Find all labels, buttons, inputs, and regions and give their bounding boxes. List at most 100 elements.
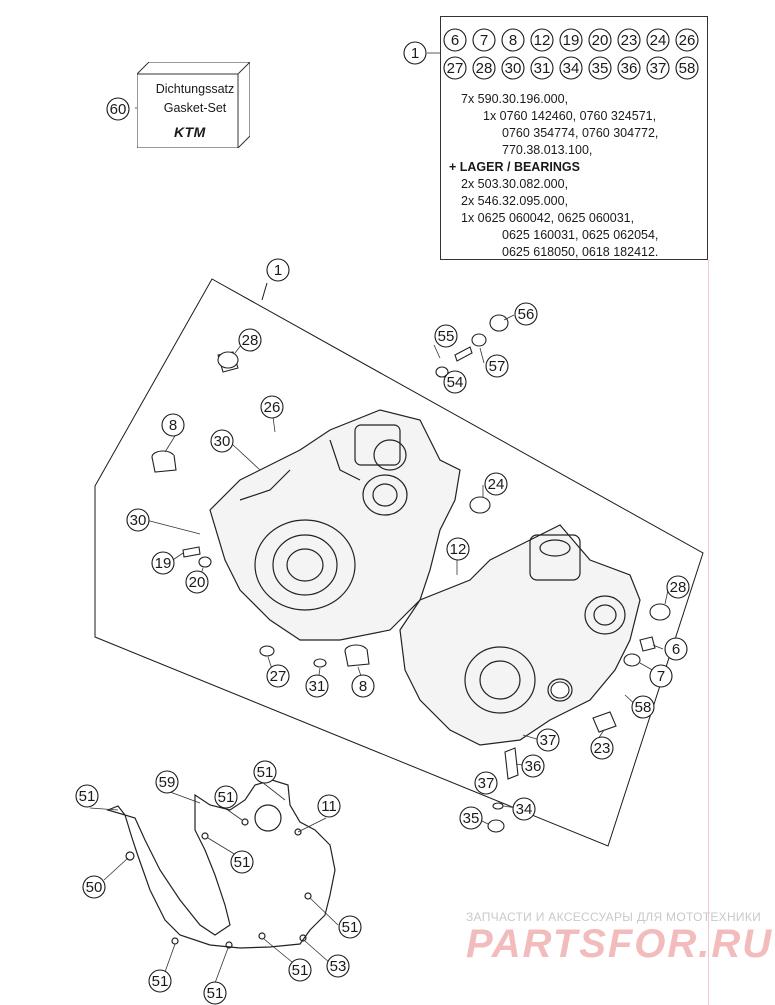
callout-37: 37 bbox=[474, 771, 498, 795]
watermark-brand: PARTSFOR.RU bbox=[466, 922, 774, 966]
callout-number: 26 bbox=[264, 399, 281, 416]
callout-number: 51 bbox=[257, 764, 274, 781]
callout-number: 51 bbox=[234, 854, 251, 871]
callout-number: 36 bbox=[621, 60, 638, 77]
callout-number: 7 bbox=[480, 32, 488, 49]
callout-number: 23 bbox=[621, 32, 638, 49]
callout-number: 53 bbox=[330, 958, 347, 975]
callout-28: 28 bbox=[238, 328, 262, 352]
parts-sub-item-58: 58 bbox=[675, 56, 699, 80]
parts-sub-item-37: 37 bbox=[646, 56, 670, 80]
parts-sub-item-12: 12 bbox=[530, 28, 554, 52]
parts-line-2: 1x 0760 142460, 0760 324571, bbox=[483, 109, 657, 123]
callout-30: 30 bbox=[210, 429, 234, 453]
callout-51: 51 bbox=[338, 915, 362, 939]
callout-number: 28 bbox=[476, 60, 493, 77]
callout-59: 59 bbox=[155, 770, 179, 794]
washer-20 bbox=[198, 556, 212, 568]
parts-sub-item-7: 7 bbox=[472, 28, 496, 52]
gasket-kit-label-line2: Gasket-Set bbox=[163, 101, 227, 115]
bearings-heading: + LAGER / BEARINGS bbox=[449, 160, 580, 174]
callout-number: 56 bbox=[518, 306, 535, 323]
callout-11: 11 bbox=[317, 794, 341, 818]
callout-51: 51 bbox=[253, 760, 277, 784]
parts-sub-item-31: 31 bbox=[530, 56, 554, 80]
callout-number: 51 bbox=[152, 973, 169, 990]
callout-27: 27 bbox=[266, 664, 290, 688]
callout-number: 7 bbox=[657, 668, 665, 685]
callout-number: 12 bbox=[450, 541, 467, 558]
ktm-logo: KTM bbox=[174, 124, 206, 140]
callout-number: 51 bbox=[342, 919, 359, 936]
plunger-23 bbox=[592, 711, 617, 733]
parts-line-4: 770.38.013.100, bbox=[502, 143, 593, 157]
callout-24: 24 bbox=[484, 472, 508, 496]
callout-number: 31 bbox=[309, 678, 326, 695]
dowel-31 bbox=[313, 658, 327, 668]
callout-number: 55 bbox=[438, 328, 455, 345]
callout-number: 19 bbox=[563, 32, 580, 49]
callout-55: 55 bbox=[434, 324, 458, 348]
callout-number: 37 bbox=[478, 775, 495, 792]
callout-number: 30 bbox=[505, 60, 522, 77]
callout-number: 57 bbox=[489, 358, 506, 375]
parts-sub-item-23: 23 bbox=[617, 28, 641, 52]
callout-51: 51 bbox=[75, 784, 99, 808]
callout-number: 24 bbox=[488, 476, 505, 493]
callout-number: 30 bbox=[214, 433, 231, 450]
callout-36: 36 bbox=[521, 754, 545, 778]
washer-57 bbox=[471, 333, 487, 347]
callout-number: 35 bbox=[463, 810, 480, 827]
callout-number: 51 bbox=[207, 985, 224, 1002]
callout-1-parts-box: 1 bbox=[403, 41, 427, 65]
callout-number: 35 bbox=[592, 60, 609, 77]
callout-50: 50 bbox=[82, 875, 106, 899]
right-crankcase-half bbox=[399, 524, 641, 746]
pin-54 bbox=[435, 366, 449, 378]
plug-56 bbox=[489, 314, 509, 332]
callout-51: 51 bbox=[288, 958, 312, 982]
callout-8: 8 bbox=[351, 674, 375, 698]
left-crankcase-half bbox=[209, 409, 461, 641]
callout-51: 51 bbox=[148, 969, 172, 993]
callout-number: 8 bbox=[359, 678, 367, 695]
parts-line-10: 0625 618050, 0618 182412. bbox=[502, 245, 659, 259]
parts-sub-item-27: 27 bbox=[443, 56, 467, 80]
callout-number: 6 bbox=[451, 32, 459, 49]
callout-34: 34 bbox=[512, 797, 536, 821]
callout-6: 6 bbox=[664, 637, 688, 661]
callout-58: 58 bbox=[631, 695, 655, 719]
callout-number: 31 bbox=[534, 60, 551, 77]
callout-number: 27 bbox=[447, 60, 464, 77]
callout-number: 19 bbox=[155, 555, 172, 572]
callout-number: 34 bbox=[516, 801, 533, 818]
callout-1: 1 bbox=[266, 258, 290, 282]
callout-35: 35 bbox=[459, 806, 483, 830]
callout-number: 26 bbox=[679, 32, 696, 49]
crankcase-assembly-outline bbox=[94, 278, 704, 847]
parts-sub-item-36: 36 bbox=[617, 56, 641, 80]
callout-7: 7 bbox=[649, 664, 673, 688]
plug-6 bbox=[639, 636, 656, 652]
parts-sub-item-20: 20 bbox=[588, 28, 612, 52]
callout-number: 27 bbox=[270, 668, 287, 685]
callout-57: 57 bbox=[485, 354, 509, 378]
callout-8: 8 bbox=[161, 413, 185, 437]
washer-7 bbox=[623, 653, 641, 667]
callout-number: 58 bbox=[679, 60, 696, 77]
parts-sub-item-24: 24 bbox=[646, 28, 670, 52]
callout-51: 51 bbox=[230, 850, 254, 874]
callout-19: 19 bbox=[151, 551, 175, 575]
callout-number: 30 bbox=[130, 512, 147, 529]
callout-20: 20 bbox=[185, 570, 209, 594]
parts-list-text: 7x 590.30.196.000, 1x 0760 142460, 0760 … bbox=[449, 91, 659, 261]
callout-number: 20 bbox=[189, 574, 206, 591]
callout-number: 51 bbox=[79, 788, 96, 805]
parts-sub-item-28: 28 bbox=[472, 56, 496, 80]
callout-54: 54 bbox=[443, 370, 467, 394]
callout-37: 37 bbox=[536, 728, 560, 752]
callout-number: 24 bbox=[650, 32, 667, 49]
watermark-tagline: ЗАПЧАСТИ И АКСЕССУАРЫ ДЛЯ МОТОТЕХНИКИ bbox=[466, 910, 762, 924]
callout-number: 51 bbox=[218, 789, 235, 806]
gasket-kit-label-line1: Dichtungssatz bbox=[155, 82, 235, 96]
